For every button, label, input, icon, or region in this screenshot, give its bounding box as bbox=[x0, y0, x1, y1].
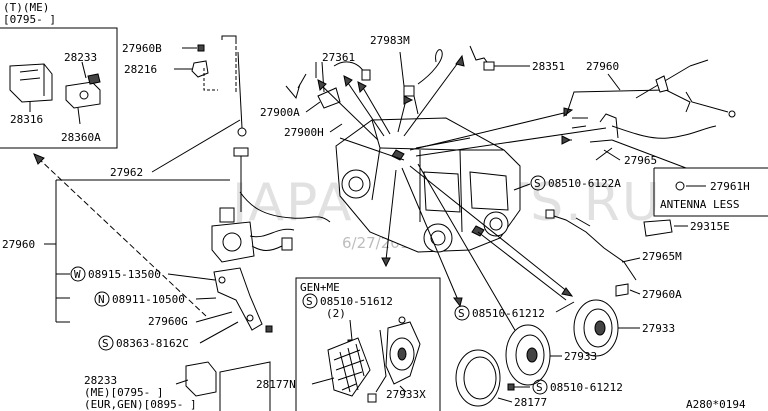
top-center-parts: 27361 27983M 27900A 27900H 28351 bbox=[260, 34, 565, 139]
symbol-nut: N bbox=[98, 293, 105, 306]
antenna-motor bbox=[211, 147, 331, 333]
left-callouts: 27960 27962 W 08915-13500 N 08911-10500 … bbox=[2, 119, 241, 351]
callout-29315E: 29315E bbox=[690, 220, 730, 233]
callout-08911-10500: 08911-10500 bbox=[112, 293, 185, 306]
callout-08510-61212-mid: 08510-61212 bbox=[472, 307, 545, 320]
inset-bottom-left: 28233 (ME)[0795- ] (EUR,GEN)[0895- ] bbox=[84, 361, 271, 411]
vehicle-body bbox=[335, 117, 521, 253]
callout-08510-61212-bot: 08510-61212 bbox=[550, 381, 623, 394]
symbol-screw-61212-bot: S bbox=[536, 381, 543, 394]
symbol-screw-6122A: S bbox=[534, 177, 541, 190]
callout-27900H: 27900H bbox=[284, 126, 324, 139]
antenna-less-label: ANTENNA LESS bbox=[660, 198, 739, 211]
inset-date-range: [0795- ] bbox=[3, 13, 56, 26]
callout-27361: 27361 bbox=[322, 51, 355, 64]
footer-code: A280*0194 bbox=[686, 398, 746, 411]
callout-08510-51612: 08510-51612 bbox=[320, 295, 393, 308]
callout-28351: 28351 bbox=[532, 60, 565, 73]
callout-27983M: 27983M bbox=[370, 34, 410, 47]
symbol-washer: W bbox=[74, 268, 81, 281]
inset-top-left: (T)(ME) [0795- ] 28233 28316 28360A bbox=[0, 1, 118, 149]
inset-gen-me: GEN+ME S 08510-51612 (2) 28177N 27933X bbox=[256, 277, 441, 411]
callout-27960G: 27960G bbox=[148, 315, 188, 328]
callout-27960-top: 27960 bbox=[586, 60, 619, 73]
symbol-screw-left: S bbox=[102, 337, 109, 350]
callout-27960A: 27960A bbox=[642, 288, 682, 301]
callout-28177N: 28177N bbox=[256, 378, 296, 391]
gen-me-label: GEN+ME bbox=[300, 281, 340, 294]
callout-28233-bottom: 28233 bbox=[84, 374, 117, 387]
antenna-top: 27960B 28216 bbox=[122, 35, 247, 137]
callout-27962: 27962 bbox=[110, 166, 143, 179]
right-top-parts: 27960 27965 bbox=[561, 59, 736, 167]
bracket-28316 bbox=[9, 63, 53, 103]
callout-27961H: 27961H bbox=[710, 180, 750, 193]
callout-08363-8162C: 08363-8162C bbox=[116, 337, 189, 350]
symbol-screw-61212-mid: S bbox=[458, 307, 465, 320]
symbol-screw-gen-me: S bbox=[306, 295, 313, 308]
gen-me-qty: (2) bbox=[326, 307, 346, 320]
callout-08915-13500: 08915-13500 bbox=[88, 268, 161, 281]
callout-27933-mid: 27933 bbox=[564, 350, 597, 363]
inset-variant-label: (T)(ME) bbox=[3, 1, 49, 14]
callout-27900A: 27900A bbox=[260, 106, 300, 119]
leader-arrows bbox=[317, 54, 607, 364]
callout-08510-6122A: 08510-6122A bbox=[548, 177, 621, 190]
callout-28316: 28316 bbox=[10, 113, 43, 126]
callout-28177: 28177 bbox=[514, 396, 547, 409]
callout-28360A: 28360A bbox=[61, 131, 101, 144]
callout-28233-top: 28233 bbox=[64, 51, 97, 64]
callout-27960B: 27960B bbox=[122, 42, 162, 55]
callout-27965M: 27965M bbox=[642, 250, 682, 263]
speaker-area: S 08510-61212 27933 27933 28177 S 08510-… bbox=[454, 299, 675, 409]
callout-27933-right: 27933 bbox=[642, 322, 675, 335]
clip-28360A bbox=[65, 73, 101, 109]
callout-27965: 27965 bbox=[624, 154, 657, 167]
inset-eur-gen-range: (EUR,GEN)[0895- ] bbox=[84, 398, 197, 411]
callout-27933X: 27933X bbox=[386, 388, 426, 401]
callout-28216: 28216 bbox=[124, 63, 157, 76]
callout-27960-left: 27960 bbox=[2, 238, 35, 251]
antenna-less-box: 27961H ANTENNA LESS bbox=[611, 139, 768, 217]
inset-me-range: (ME)[0795- ] bbox=[84, 386, 163, 399]
right-mid-parts: S 08510-6122A 29315E 27965M 27960A bbox=[513, 175, 730, 301]
